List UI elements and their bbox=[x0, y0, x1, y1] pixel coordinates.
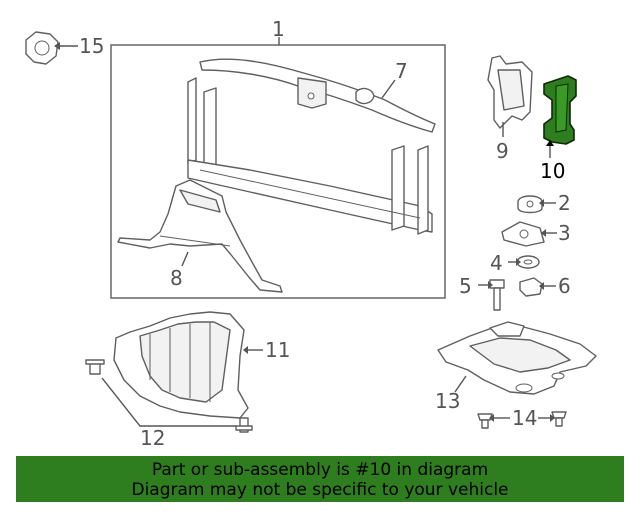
pushpin-14a-part[interactable] bbox=[477, 413, 493, 429]
callout-8[interactable]: 8 bbox=[170, 266, 183, 290]
callout-14[interactable]: 14 bbox=[512, 406, 537, 430]
callout-7[interactable]: 7 bbox=[395, 59, 408, 83]
callout-9[interactable]: 9 bbox=[496, 139, 509, 163]
assembly-box bbox=[110, 44, 446, 299]
upper-tie-bar-part[interactable] bbox=[199, 58, 436, 133]
nut-6-part[interactable] bbox=[519, 277, 543, 297]
callout-12[interactable]: 12 bbox=[140, 426, 165, 450]
radiator-support-part[interactable] bbox=[187, 77, 433, 235]
info-banner: Part or sub-assembly is #10 in diagram D… bbox=[16, 456, 624, 502]
pushpin-14b-part[interactable] bbox=[551, 411, 567, 427]
banner-line-2: Diagram may not be specific to your vehi… bbox=[131, 480, 509, 500]
clip-part[interactable] bbox=[25, 31, 59, 65]
bracket-9-part[interactable] bbox=[487, 55, 533, 129]
banner-line-1: Part or sub-assembly is #10 in diagram bbox=[151, 460, 489, 480]
mount-3-part[interactable] bbox=[501, 221, 545, 247]
callout-10[interactable]: 10 bbox=[540, 159, 565, 183]
leader-8 bbox=[181, 251, 189, 267]
leader-7 bbox=[381, 79, 396, 99]
callout-5[interactable]: 5 bbox=[459, 274, 472, 298]
nut-2-part[interactable] bbox=[517, 195, 543, 214]
callout-11[interactable]: 11 bbox=[265, 338, 290, 362]
leader-13 bbox=[454, 375, 467, 393]
fastener-12a-part[interactable] bbox=[85, 359, 105, 375]
callout-13[interactable]: 13 bbox=[435, 389, 460, 413]
skid-plate-13-part[interactable] bbox=[437, 321, 597, 395]
callout-3[interactable]: 3 bbox=[558, 221, 571, 245]
callout-6[interactable]: 6 bbox=[558, 274, 571, 298]
highlighted-bracket-10-part[interactable] bbox=[543, 75, 577, 145]
callout-1[interactable]: 1 bbox=[272, 17, 285, 41]
callout-15[interactable]: 15 bbox=[79, 34, 104, 58]
callout-4[interactable]: 4 bbox=[490, 251, 503, 275]
leader-12 bbox=[101, 377, 236, 427]
lower-bracket-part[interactable] bbox=[117, 179, 283, 293]
fastener-12b-part[interactable] bbox=[235, 417, 253, 433]
callout-2[interactable]: 2 bbox=[558, 191, 571, 215]
deflector-11-part[interactable] bbox=[113, 311, 249, 419]
